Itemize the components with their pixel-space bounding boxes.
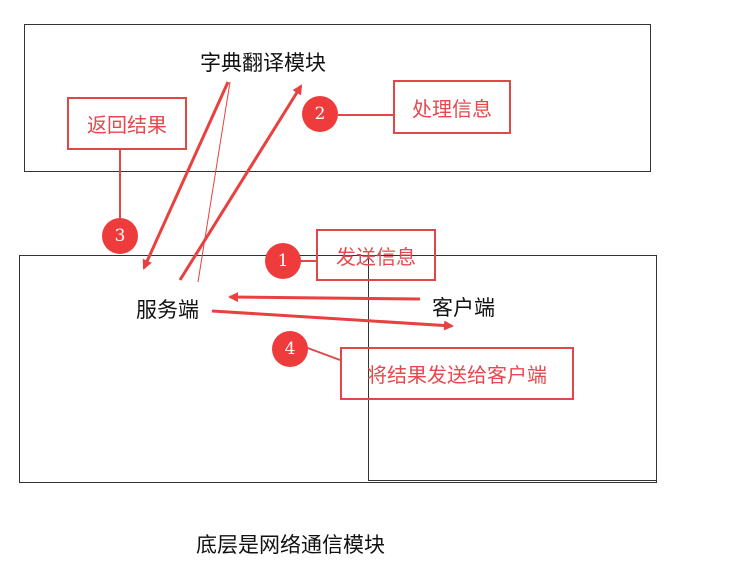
step-badge-2: 2 [302, 96, 338, 132]
arrow-server-to-translation [178, 84, 303, 281]
client-box [368, 255, 657, 481]
arrow-server-to-client [211, 309, 454, 331]
connector-line [197, 81, 231, 283]
arrow-return-to-server [142, 81, 230, 270]
arrow-client-to-server [228, 292, 421, 303]
connector-line [304, 346, 341, 361]
client-label: 客户端 [432, 296, 495, 320]
server-label: 服务端 [136, 298, 199, 322]
step-badge-4: 4 [272, 331, 308, 367]
translation-module-box [24, 24, 651, 172]
tag-send-info: 发送信息 [316, 229, 436, 281]
bottom-caption: 底层是网络通信模块 [196, 533, 385, 557]
tag-send-result-to-client: 将结果发送给客户端 [340, 347, 574, 400]
translation-module-title: 字典翻译模块 [200, 51, 326, 75]
step-badge-1: 1 [265, 243, 301, 279]
step-badge-3: 3 [102, 218, 138, 254]
tag-process-info: 处理信息 [393, 80, 511, 134]
tag-return-result: 返回结果 [67, 97, 187, 150]
